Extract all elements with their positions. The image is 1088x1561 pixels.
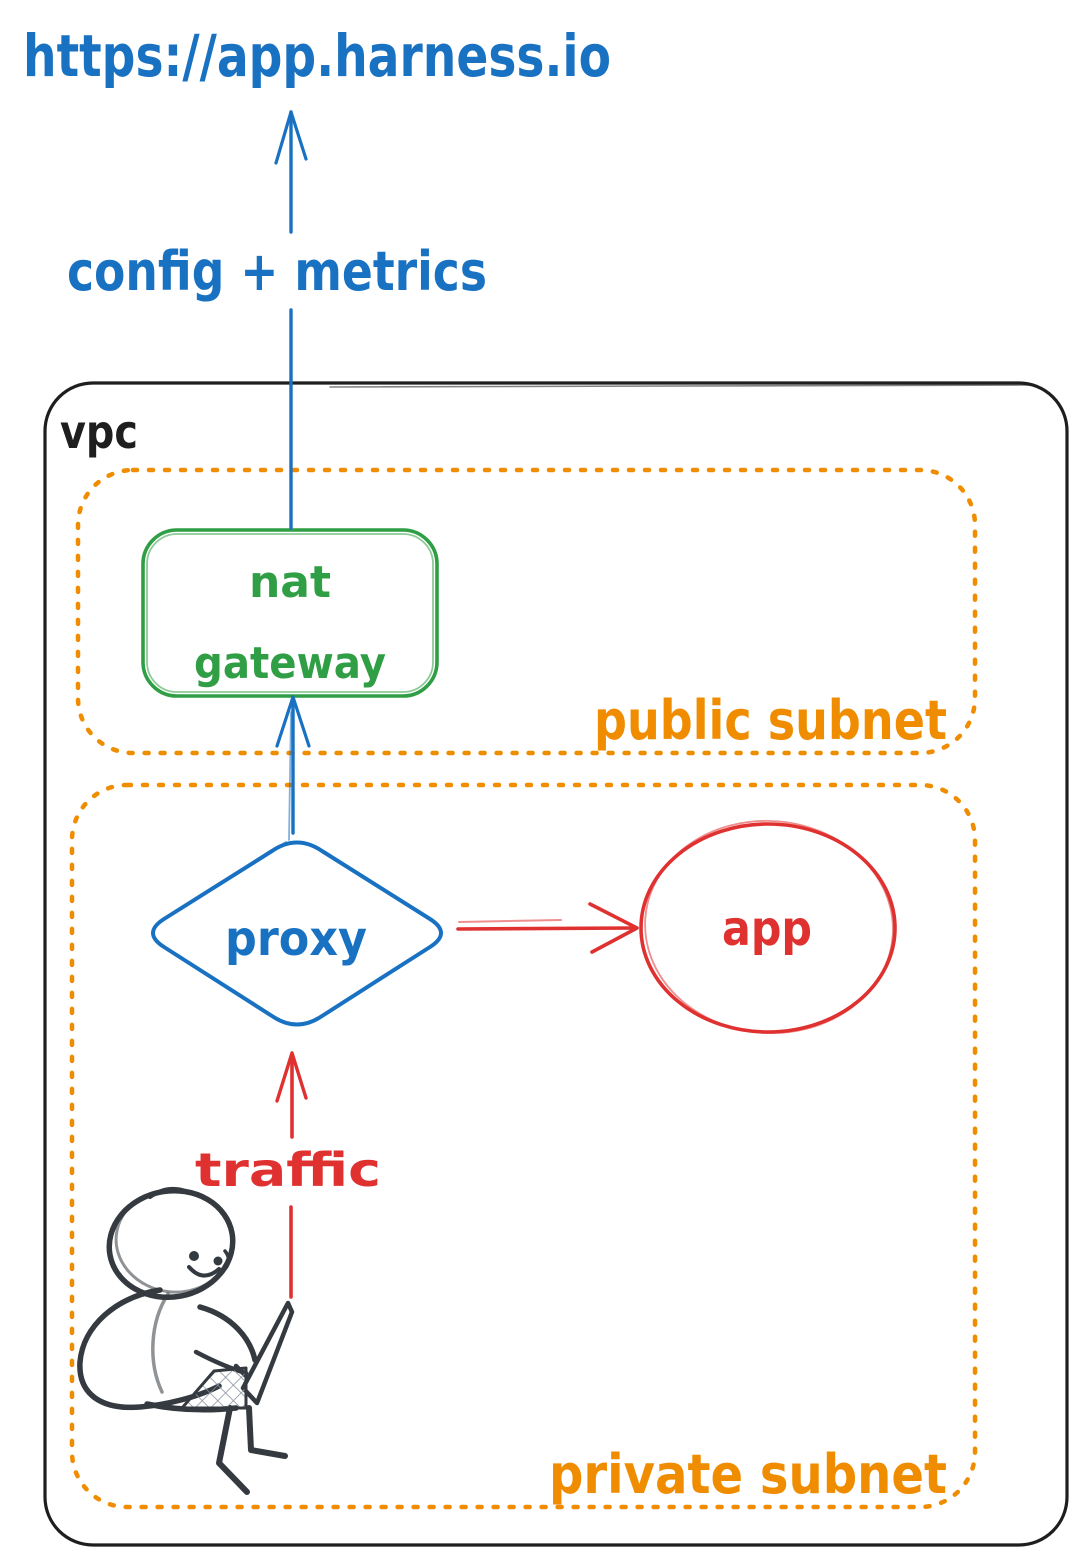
arrowhead-up-icon [275, 695, 311, 748]
laptop-screen [240, 1300, 295, 1406]
arrowhead-up-icon [275, 1051, 308, 1103]
private-subnet-label: private subnet [549, 1443, 947, 1506]
proxy-diamond [151, 840, 443, 1027]
proxy-diamond-sketch-stroke [179, 841, 287, 911]
nat-gateway-box-sketch-stroke [146, 533, 434, 693]
traffic-label: traffic [195, 1143, 381, 1197]
external-url-label: https://app.harness.io [23, 22, 611, 90]
person-torso-inner [151, 1292, 170, 1394]
arrow-proxy-to-app-line [456, 926, 636, 931]
person-smile [187, 1265, 221, 1278]
person-leg-right [246, 1405, 288, 1459]
vpc-boundary [43, 381, 1069, 1547]
arrow-proxy-to-app-sketch [458, 919, 562, 923]
vpc-boundary-sketch-stroke [329, 384, 1031, 388]
person-arm [197, 1304, 258, 1363]
arrow-proxy-to-nat-sketch [288, 711, 292, 841]
nat-gateway-box [141, 528, 439, 698]
proxy-label: proxy [225, 911, 367, 967]
laptop-icon [180, 1300, 295, 1410]
person-eye-left [189, 1251, 199, 1261]
arrow-nat-to-url [274, 110, 308, 530]
vpc-label: vpc [60, 405, 138, 459]
arrow-proxy-to-nat [275, 695, 311, 841]
proxy-node: proxy [151, 840, 443, 1027]
person-torso [77, 1287, 222, 1411]
arrow-traffic-to-proxy [275, 1051, 308, 1299]
person-hair [148, 1186, 190, 1199]
laptop-keyboard [180, 1366, 248, 1410]
nat-gateway-node: nat gateway [141, 528, 439, 698]
nat-gateway-label-line1: nat [249, 557, 331, 608]
person-head-sketch-stroke [114, 1188, 234, 1294]
app-circle-sketch-stroke [644, 820, 894, 1034]
app-label: app [722, 901, 812, 957]
person-figure [77, 1186, 295, 1495]
app-circle [639, 822, 897, 1034]
person-head [106, 1187, 236, 1301]
public-subnet-boundary [75, 467, 978, 756]
person-eye-right [213, 1256, 223, 1266]
arrow-proxy-to-app [456, 902, 639, 954]
config-metrics-label: config + metrics [67, 240, 487, 303]
arrowhead-right-icon [588, 902, 639, 954]
nat-gateway-label-line2: gateway [194, 638, 386, 689]
person-nose [222, 1249, 231, 1272]
app-node: app [639, 820, 897, 1034]
person-leg-left [216, 1405, 250, 1495]
private-subnet-boundary [69, 782, 978, 1510]
arrowhead-up-icon [274, 110, 308, 165]
public-subnet-label: public subnet [594, 689, 947, 752]
